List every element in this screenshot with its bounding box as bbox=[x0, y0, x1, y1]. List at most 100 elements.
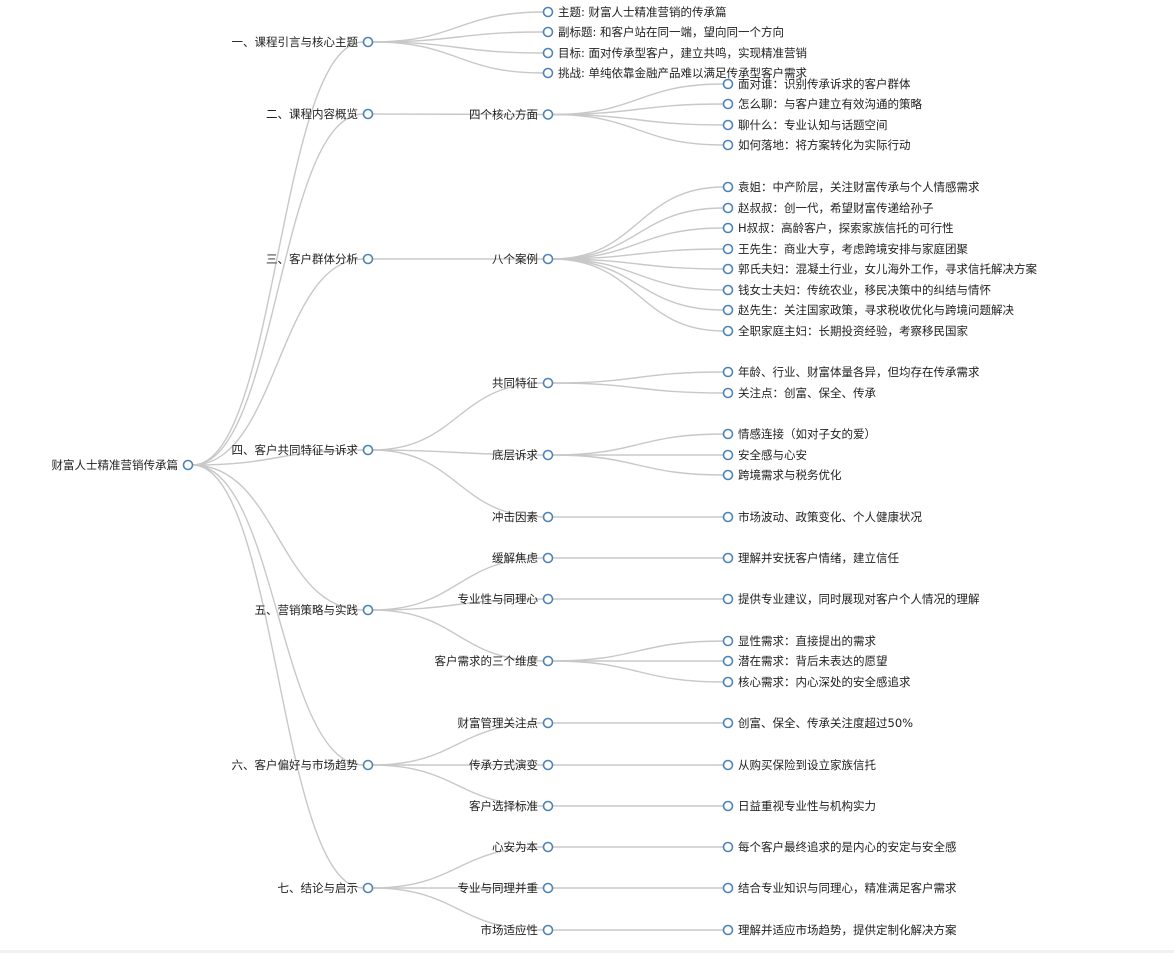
node-toggle-circle[interactable] bbox=[542, 449, 554, 461]
node-4-0[interactable]: 缓解焦虑 bbox=[492, 551, 554, 565]
node-1[interactable]: 二、课程内容概览 bbox=[266, 107, 374, 121]
node-toggle-circle[interactable] bbox=[182, 459, 194, 471]
node-toggle-circle[interactable] bbox=[722, 759, 734, 771]
node-0-3[interactable]: 挑战: 单纯依靠金融产品难以满足传承型客户需求 bbox=[542, 66, 808, 80]
node-1-0-3[interactable]: 如何落地：将方案转化为实际行动 bbox=[722, 138, 911, 152]
node-4-2-2[interactable]: 核心需求：内心深处的安全感追求 bbox=[722, 675, 911, 689]
node-5[interactable]: 六、客户偏好与市场趋势 bbox=[232, 758, 374, 772]
node-0-2[interactable]: 目标: 面对传承型客户，建立共鸣，实现精准营销 bbox=[542, 46, 808, 60]
node-toggle-circle[interactable] bbox=[722, 717, 734, 729]
node-toggle-circle[interactable] bbox=[542, 6, 554, 18]
node-3-1-2[interactable]: 跨境需求与税务优化 bbox=[722, 468, 842, 482]
node-toggle-circle[interactable] bbox=[542, 109, 554, 120]
node-toggle-circle[interactable] bbox=[722, 387, 734, 399]
node-1-0-0[interactable]: 面对谁：识别传承诉求的客户群体 bbox=[722, 77, 911, 91]
node-5-1-0[interactable]: 从购买保险到设立家族信托 bbox=[722, 758, 877, 772]
node-4-1[interactable]: 专业性与同理心 bbox=[458, 592, 554, 606]
node-5-0[interactable]: 财富管理关注点 bbox=[458, 716, 554, 730]
node-toggle-circle[interactable] bbox=[722, 139, 734, 151]
node-toggle-circle[interactable] bbox=[722, 78, 734, 90]
node-toggle-circle[interactable] bbox=[722, 882, 734, 894]
node-3-0-1[interactable]: 关注点：创富、保全、传承 bbox=[722, 386, 877, 400]
node-toggle-circle[interactable] bbox=[722, 119, 734, 131]
node-3-0[interactable]: 共同特征 bbox=[492, 376, 554, 390]
node-toggle-circle[interactable] bbox=[542, 253, 554, 265]
node-toggle-circle[interactable] bbox=[722, 469, 734, 481]
node-toggle-circle[interactable] bbox=[542, 593, 554, 605]
node-3-1[interactable]: 底层诉求 bbox=[492, 448, 554, 462]
node-toggle-circle[interactable] bbox=[722, 593, 734, 605]
node-toggle-circle[interactable] bbox=[722, 924, 734, 936]
node-0-1[interactable]: 副标题: 和客户站在同一端，望向同一个方向 bbox=[542, 25, 785, 39]
node-toggle-circle[interactable] bbox=[542, 26, 554, 38]
node-2-0[interactable]: 八个案例 bbox=[492, 252, 554, 266]
node-toggle-circle[interactable] bbox=[542, 67, 554, 79]
node-toggle-circle[interactable] bbox=[722, 98, 734, 110]
node-toggle-circle[interactable] bbox=[542, 47, 554, 59]
node-6-1[interactable]: 专业与同理并重 bbox=[458, 881, 554, 895]
node-5-0-0[interactable]: 创富、保全、传承关注度超过50% bbox=[722, 716, 914, 730]
node-2-0-5[interactable]: 钱女士夫妇：传统农业，移民决策中的纠结与情怀 bbox=[722, 283, 992, 297]
node-toggle-circle[interactable] bbox=[722, 181, 734, 193]
node-6-0-0[interactable]: 每个客户最终追求的是内心的安定与安全感 bbox=[722, 840, 957, 854]
node-3-0-0[interactable]: 年龄、行业、财富体量各异，但均存在传承需求 bbox=[722, 365, 980, 379]
node-2-0-6[interactable]: 赵先生：关注国家政策，寻求税收优化与跨境问题解决 bbox=[722, 303, 1015, 317]
node-toggle-circle[interactable] bbox=[542, 924, 554, 936]
node-4-2[interactable]: 客户需求的三个维度 bbox=[435, 654, 554, 668]
node-toggle-circle[interactable] bbox=[542, 655, 554, 667]
node-toggle-circle[interactable] bbox=[362, 604, 374, 616]
node-4-2-1[interactable]: 潜在需求：背后未表达的愿望 bbox=[722, 654, 888, 668]
node-toggle-circle[interactable] bbox=[722, 511, 734, 523]
node-6-2-0[interactable]: 理解并适应市场趋势，提供定制化解决方案 bbox=[722, 923, 957, 937]
node-3-1-1[interactable]: 安全感与心安 bbox=[722, 448, 808, 462]
node-4-0-0[interactable]: 理解并安抚客户情绪，建立信任 bbox=[722, 551, 900, 565]
node-2-0-0[interactable]: 袁姐：中产阶层，关注财富传承与个人情感需求 bbox=[722, 180, 980, 194]
node-6[interactable]: 七、结论与启示 bbox=[278, 881, 374, 895]
node-2-0-2[interactable]: H叔叔：高龄客户，探索家族信托的可行性 bbox=[722, 221, 954, 235]
node-3-2-0[interactable]: 市场波动、政策变化、个人健康状况 bbox=[722, 510, 923, 524]
node-1-0[interactable]: 四个核心方面 bbox=[469, 108, 554, 122]
node-2[interactable]: 三、客户群体分析 bbox=[266, 252, 374, 266]
node-6-0[interactable]: 心安为本 bbox=[492, 840, 554, 854]
node-toggle-circle[interactable] bbox=[542, 552, 554, 564]
node-toggle-circle[interactable] bbox=[362, 759, 374, 771]
node-2-0-4[interactable]: 郭氏夫妇：混凝土行业，女儿海外工作，寻求信托解决方案 bbox=[722, 262, 1038, 276]
node-toggle-circle[interactable] bbox=[362, 882, 374, 894]
node-6-2[interactable]: 市场适应性 bbox=[481, 923, 554, 937]
node-toggle-circle[interactable] bbox=[542, 841, 554, 853]
node-0-0[interactable]: 主题: 财富人士精准营销的传承篇 bbox=[542, 5, 727, 19]
node-4[interactable]: 五、营销策略与实践 bbox=[255, 603, 374, 617]
node-toggle-circle[interactable] bbox=[722, 800, 734, 812]
node-toggle-circle[interactable] bbox=[722, 655, 734, 667]
node-toggle-circle[interactable] bbox=[722, 325, 734, 337]
node-3-1-0[interactable]: 情感连接（如对子女的爱） bbox=[722, 427, 877, 441]
node-2-0-3[interactable]: 王先生：商业大亨，考虑跨境安排与家庭团聚 bbox=[722, 242, 969, 256]
node-toggle-circle[interactable] bbox=[722, 635, 734, 647]
node-toggle-circle[interactable] bbox=[722, 202, 734, 214]
node-toggle-circle[interactable] bbox=[362, 36, 374, 48]
node-0[interactable]: 一、课程引言与核心主题 bbox=[232, 35, 374, 49]
node-toggle-circle[interactable] bbox=[722, 428, 734, 440]
node-toggle-circle[interactable] bbox=[362, 108, 374, 120]
node-5-2[interactable]: 客户选择标准 bbox=[469, 799, 554, 813]
node-2-0-1[interactable]: 赵叔叔：创一代，希望财富传递给孙子 bbox=[722, 201, 934, 215]
node-toggle-circle[interactable] bbox=[722, 263, 734, 275]
node-5-1[interactable]: 传承方式演变 bbox=[469, 758, 554, 772]
node-root[interactable]: 财富人士精准营销传承篇 bbox=[52, 458, 194, 472]
node-5-2-0[interactable]: 日益重视专业性与机构实力 bbox=[722, 799, 877, 813]
node-toggle-circle[interactable] bbox=[362, 253, 374, 265]
node-toggle-circle[interactable] bbox=[722, 243, 734, 255]
node-toggle-circle[interactable] bbox=[542, 511, 554, 523]
node-toggle-circle[interactable] bbox=[542, 800, 554, 812]
node-3[interactable]: 四、客户共同特征与诉求 bbox=[232, 443, 374, 457]
node-1-0-1[interactable]: 怎么聊：与客户建立有效沟通的策略 bbox=[722, 97, 923, 111]
node-toggle-circle[interactable] bbox=[722, 304, 734, 316]
node-2-0-7[interactable]: 全职家庭主妇：长期投资经验，考察移民国家 bbox=[722, 324, 969, 338]
node-toggle-circle[interactable] bbox=[722, 284, 734, 296]
node-toggle-circle[interactable] bbox=[722, 676, 734, 688]
node-toggle-circle[interactable] bbox=[722, 366, 734, 378]
node-3-2[interactable]: 冲击因素 bbox=[492, 510, 554, 524]
node-1-0-2[interactable]: 聊什么：专业认知与话题空间 bbox=[722, 118, 888, 132]
node-toggle-circle[interactable] bbox=[542, 377, 554, 389]
node-toggle-circle[interactable] bbox=[722, 841, 734, 853]
